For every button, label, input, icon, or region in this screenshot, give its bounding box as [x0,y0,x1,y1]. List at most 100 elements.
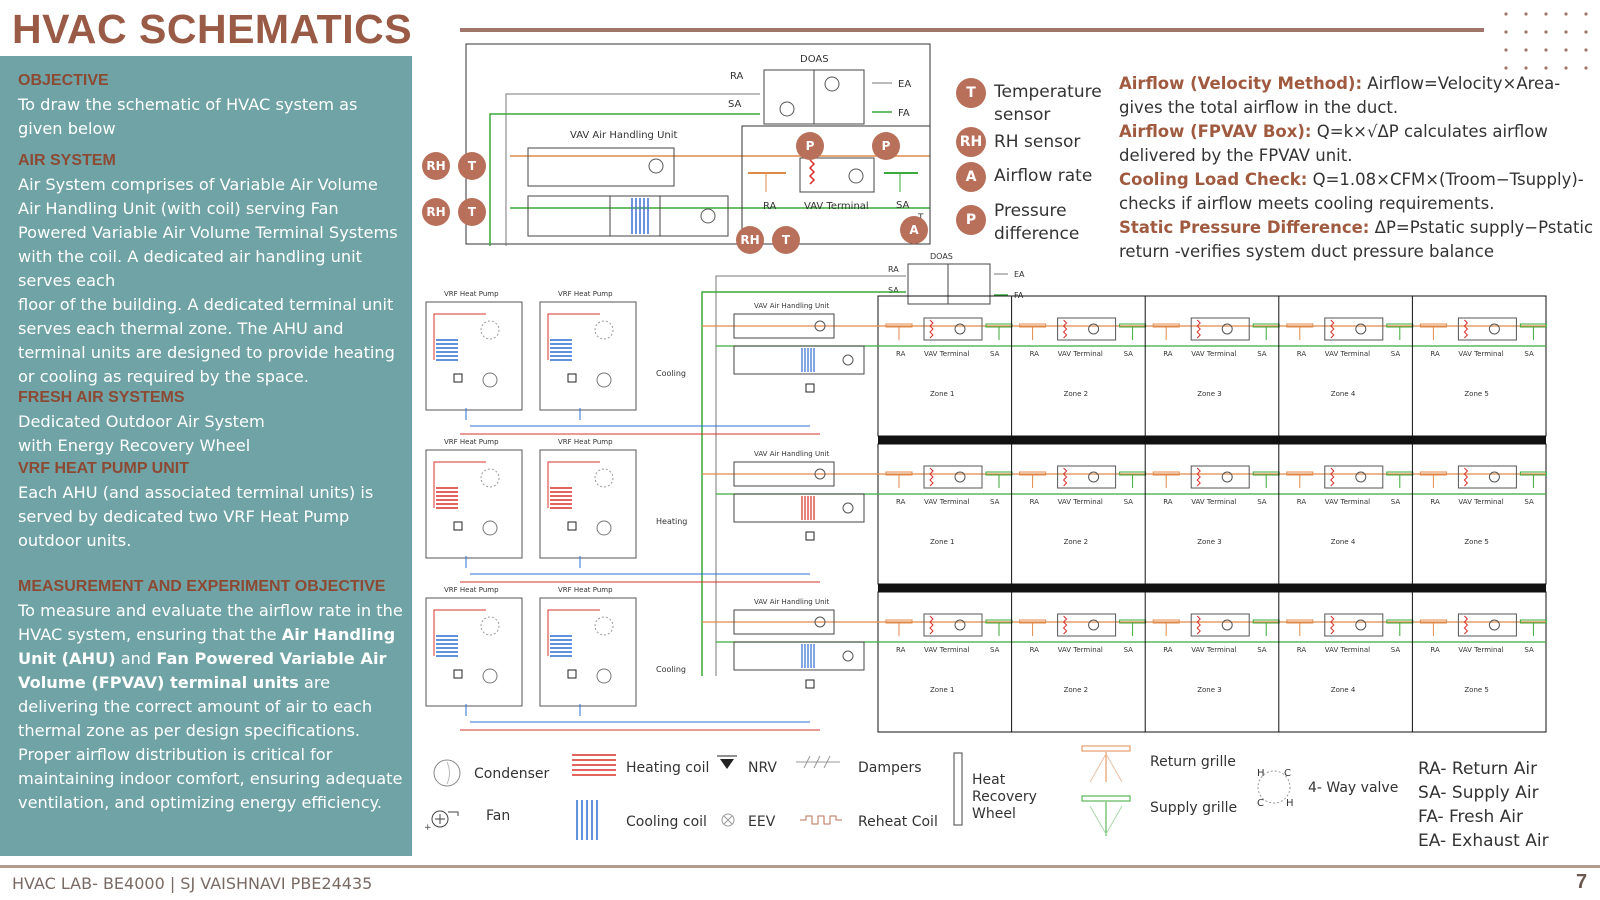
formula-cooling-load-label: Cooling Load Check: [1119,170,1308,189]
zone-vav-label: VAV Terminal [1458,498,1503,506]
terminal-fan-icon [954,471,966,483]
refrigerant-hot-line [547,313,600,360]
vav-terminal-box [1324,465,1384,489]
ahu-upper-box [733,313,835,339]
terminal-fan-icon [1221,619,1233,631]
footer-text: HVAC LAB- BE4000 | SJ VAISHNAVI PBE24435 [12,874,373,893]
reheat-coil-icon [1196,467,1201,487]
zone-sa-label: SA [1257,646,1267,654]
vrf-fan-icon [567,669,577,679]
reheat-coil-icon [929,467,934,487]
valve-letter-2: C [1284,768,1291,779]
floor-slab-2 [878,436,1546,444]
fresh-air-text: Dedicated Outdoor Air System with Energy… [18,412,265,455]
pressure-difference-badge: P [956,205,986,235]
zone-sa-label: SA [1124,498,1134,506]
terminal-fan-icon [1088,471,1100,483]
rh-sensor-badge: RH [956,127,986,157]
temperature-sensor-label: Temperature sensor [994,82,1102,125]
top-ea-label: EA [898,79,911,90]
objective-heading: OBJECTIVE [18,72,109,89]
zone-sa-label: SA [1257,498,1267,506]
reheat-coil-icon [929,615,934,635]
top-badge-t-1: T [468,159,477,173]
objective-text: To draw the schematic of HVAC system as … [18,95,358,138]
zone-sa-label: SA [990,498,1000,506]
terminal-fan-icon [954,619,966,631]
ahu-fan-icon [814,320,826,332]
main-ea-label: EA [1014,270,1025,279]
four-way-valve-icon [594,616,614,636]
reheat-coil-icon [1062,467,1068,487]
zone-label: Zone 4 [1331,390,1356,398]
formula-fpvav-text: Q=k×√ΔP calculates airflow delivered by … [1119,122,1548,165]
footer-rule [0,865,1600,868]
formula-cooling-load-text: Q=1.08×CFM×(Troom−Tsupply)- checks if ai… [1119,170,1584,213]
zone-ra-label: RA [1163,498,1173,506]
ahu-label: VAV Air Handling Unit [754,302,829,310]
refrigerant-hot-line [433,609,486,656]
reheat-coil-icon [929,319,934,339]
abbr-fa: FA- Fresh Air [1418,807,1524,827]
hvac-schematic-diagram: DOAS RA SA EA FA VAV Air Handling Unit R… [422,43,1547,733]
zone-sa-label: SA [990,350,1000,358]
formula-velocity-label: Airflow (Velocity Method): [1119,74,1363,93]
zone-ra-label: RA [896,646,906,654]
terminal-fan-icon [1088,619,1100,631]
ahu-fan-icon [842,502,854,514]
ahu-fan-icon [814,616,826,628]
vrf-heat-pump-box [425,301,523,411]
dampers-label: Dampers [858,760,922,776]
zone-vav-label: VAV Terminal [1325,350,1370,358]
zone-sa-label: SA [1124,646,1134,654]
terminal-fan-icon [1488,471,1500,483]
return-grille-icon [1081,745,1131,783]
vrf-fan-icon [453,521,463,531]
vrf-heat-pump-box [425,597,523,707]
condenser-icon [596,668,612,684]
cooling-coil-label: Cooling coil [626,814,707,830]
reheat-coil-icon [1196,319,1201,339]
zone-label: Zone 1 [930,538,955,546]
top-badge-p-2: P [882,139,891,153]
formula-static-pressure-label: Static Pressure Difference: [1119,218,1370,237]
reheat-coil-icon [1330,467,1335,487]
zone-label: Zone 2 [1064,538,1089,546]
zone-sa-label: SA [1524,498,1534,506]
vrf-heat-pump-box [539,301,637,411]
fresh-air-heading: FRESH AIR SYSTEMS [18,389,185,406]
top-fa-label: FA [898,108,910,119]
top-badge-t-2: T [468,205,477,219]
eev-icon [805,679,815,689]
formula-static-pressure: Static Pressure Difference: ΔP=Pstatic s… [1119,216,1597,264]
ahu-lower-box [733,345,865,375]
zone-label: Zone 4 [1331,538,1356,546]
measurement-text-part-2: and [115,649,157,668]
four-way-valve-icon [480,468,500,488]
valve-letter-4: H [1286,798,1294,809]
ahu-upper-box [733,461,835,487]
top-sa-label: SA [728,99,742,110]
abbr-ra: RA- Return Air [1418,759,1538,779]
top-terminal-ra-label: RA [763,201,777,212]
fan-label: Fan [486,808,511,824]
refrigerant-hot-line [547,609,600,656]
measurement-heading: MEASUREMENT AND EXPERIMENT OBJECTIVE [18,578,386,595]
title-rule [460,28,1484,32]
measurement-text: To measure and evaluate the airflow rate… [18,599,403,815]
airflow-rate-label: Airflow rate [994,166,1093,186]
top-badge-rh-2: RH [426,205,445,219]
zone-vav-label: VAV Terminal [1058,498,1103,506]
pressure-difference-label: Pressure difference [994,201,1080,244]
symbol-legend: Condenser Heating coil NRV Dampers Heat … [424,745,1600,860]
description-panel: OBJECTIVE To draw the schematic of HVAC … [0,56,412,856]
heating-coil-label: Heating coil [626,760,710,776]
heat-recovery-wheel-icon [953,752,963,826]
condenser-icon [433,759,461,787]
terminal-fan-icon [1355,471,1367,483]
floor-mode-label: Cooling [656,665,686,674]
zone-vav-label: VAV Terminal [1191,350,1236,358]
vav-terminal-box [1324,317,1384,341]
